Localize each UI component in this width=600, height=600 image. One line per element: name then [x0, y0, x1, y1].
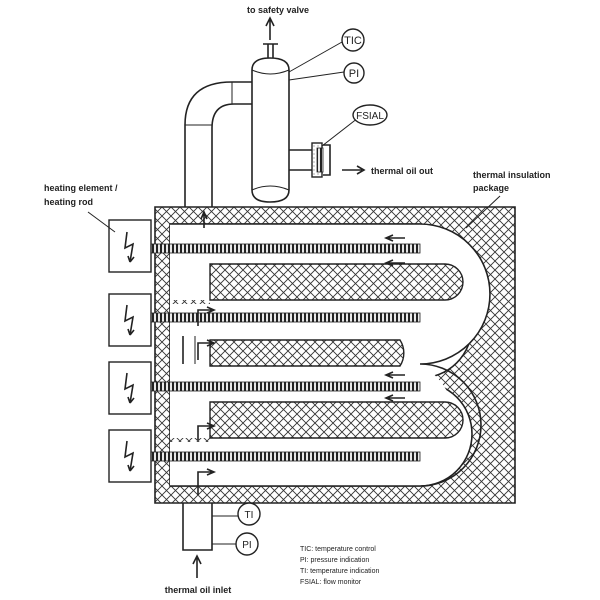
inlet-piping — [182, 503, 238, 578]
legend-item: TI: temperature indication — [300, 568, 379, 575]
instrument-pi-top: PI — [343, 62, 365, 84]
heating-element-label-line1: heating element / — [44, 183, 118, 193]
thermal-oil-out-label: thermal oil out — [371, 166, 433, 176]
instrument-ti: TI — [237, 502, 261, 526]
legend-item: FSIAL: flow monitor — [300, 579, 362, 586]
safety-valve-nozzle — [263, 43, 278, 58]
tic-label: TIC — [344, 35, 362, 47]
separator-wall-2 — [170, 438, 210, 442]
heating-element-box-1 — [108, 219, 152, 273]
thermal-oil-inlet-arrow — [192, 554, 202, 578]
lightning-icon — [124, 440, 135, 472]
channel-outline — [170, 223, 491, 487]
lightning-icon — [124, 372, 135, 404]
insulation-label-line2: package — [473, 183, 509, 193]
insulation-tongue-middle — [209, 339, 405, 367]
pi-bottom-label: PI — [242, 540, 251, 551]
heating-elements — [108, 219, 152, 483]
safety-valve-arrow — [265, 16, 275, 40]
heating-rod-1 — [147, 243, 421, 254]
inlet-pipe — [182, 503, 213, 551]
legend-item: TIC: temperature control — [300, 546, 376, 553]
insulation-tongue-upper — [209, 263, 464, 301]
heating-rod-2 — [147, 312, 421, 323]
heating-element-label-line2: heating rod — [44, 197, 93, 207]
heating-rod-4 — [147, 451, 421, 462]
separator-vessel — [251, 16, 359, 203]
outlet-pipe — [184, 81, 252, 207]
ti-label: TI — [245, 510, 254, 521]
insulation-tongue-lower — [209, 401, 464, 439]
flow-arrows — [197, 209, 405, 495]
lightning-icon — [124, 304, 135, 336]
thermal-oil-inlet-label: thermal oil inlet — [165, 585, 232, 595]
heating-element-leader — [87, 211, 116, 233]
outlet-piping — [184, 81, 252, 207]
safety-valve-label: to safety valve — [247, 5, 309, 15]
heating-element-box-3 — [108, 361, 152, 415]
instrument-pi-bottom: PI — [235, 532, 259, 556]
heating-rods — [147, 243, 421, 462]
instrument-fsial: FSIAL — [352, 104, 388, 126]
heating-element-box-2 — [108, 293, 152, 347]
vessel-body — [251, 57, 290, 203]
thermal-oil-out-arrow — [342, 165, 366, 175]
fsial-label: FSIAL — [356, 111, 384, 122]
separator-wall-1 — [170, 300, 210, 304]
legend-item: PI: pressure indication — [300, 557, 369, 564]
heating-rod-3 — [147, 381, 421, 392]
legend: TIC: temperature control PI: pressure in… — [300, 546, 379, 586]
instrument-tic: TIC — [341, 28, 365, 52]
heating-element-box-4 — [108, 429, 152, 483]
lightning-icon — [124, 231, 135, 263]
pi-top-label: PI — [349, 68, 359, 80]
insulation-label-line1: thermal insulation — [473, 170, 551, 180]
insulation-leader — [465, 195, 501, 229]
